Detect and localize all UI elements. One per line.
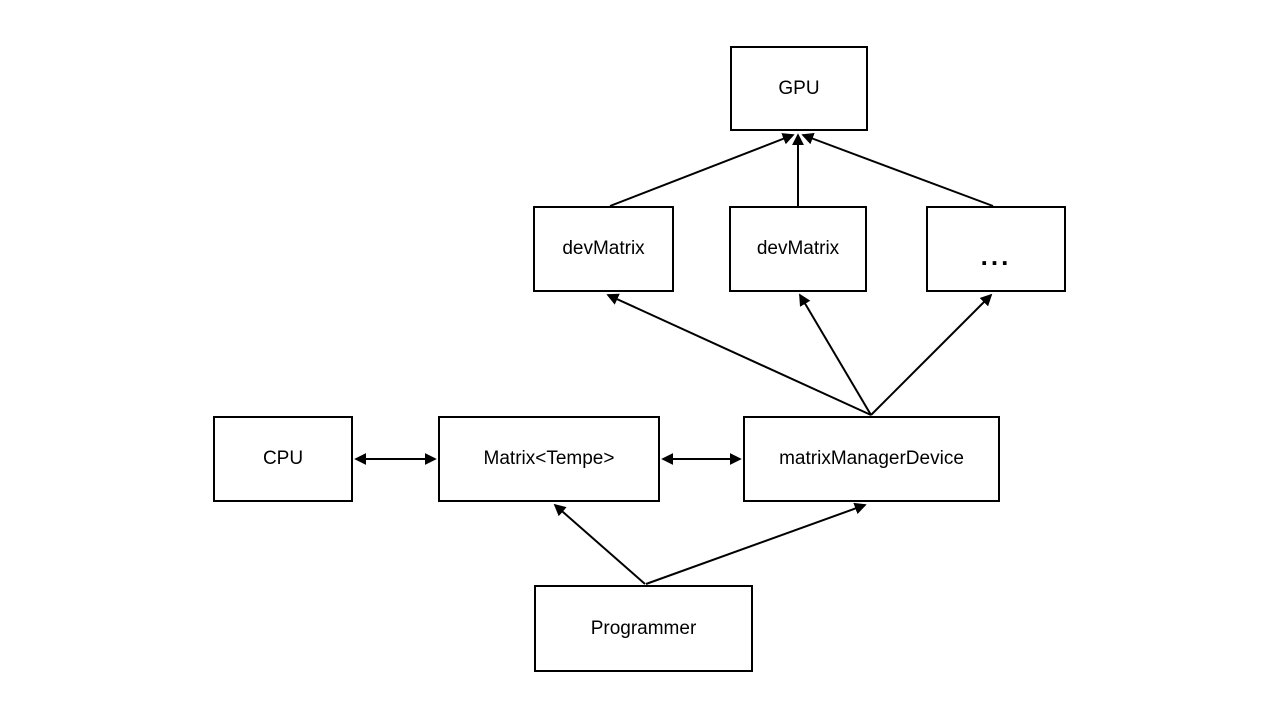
node-programmer: Programmer xyxy=(534,585,753,672)
node-devmatrix-more-label: ... xyxy=(980,240,1012,271)
edge-manager-to-devmatrix-more xyxy=(870,293,993,416)
edge-manager-to-devmatrix-left xyxy=(606,293,872,416)
node-matrix-manager-device-label: matrixManagerDevice xyxy=(779,448,964,469)
edge-devmatrix-more-to-gpu xyxy=(801,132,994,207)
node-matrix-template: Matrix<Tempe> xyxy=(438,416,660,502)
edge-devmatrix-left-to-gpu xyxy=(609,133,795,207)
node-cpu: CPU xyxy=(213,416,353,502)
node-devmatrix-left-label: devMatrix xyxy=(562,238,645,259)
node-gpu: GPU xyxy=(730,46,868,131)
node-matrix-manager-device: matrixManagerDevice xyxy=(743,416,1000,502)
node-gpu-label: GPU xyxy=(778,77,820,99)
edge-programmer-to-manager xyxy=(645,502,867,585)
node-devmatrix-mid-label: devMatrix xyxy=(756,238,840,259)
node-devmatrix-left: devMatrix xyxy=(533,206,674,292)
node-programmer-label: Programmer xyxy=(590,617,697,639)
node-cpu-label: CPU xyxy=(262,448,304,469)
edge-manager-to-devmatrix-mid xyxy=(799,293,872,416)
node-matrix-template-label: Matrix<Tempe> xyxy=(483,448,615,469)
node-devmatrix-mid: devMatrix xyxy=(729,206,867,292)
edge-programmer-to-matrix xyxy=(553,503,646,585)
node-devmatrix-more: ... xyxy=(926,206,1066,292)
